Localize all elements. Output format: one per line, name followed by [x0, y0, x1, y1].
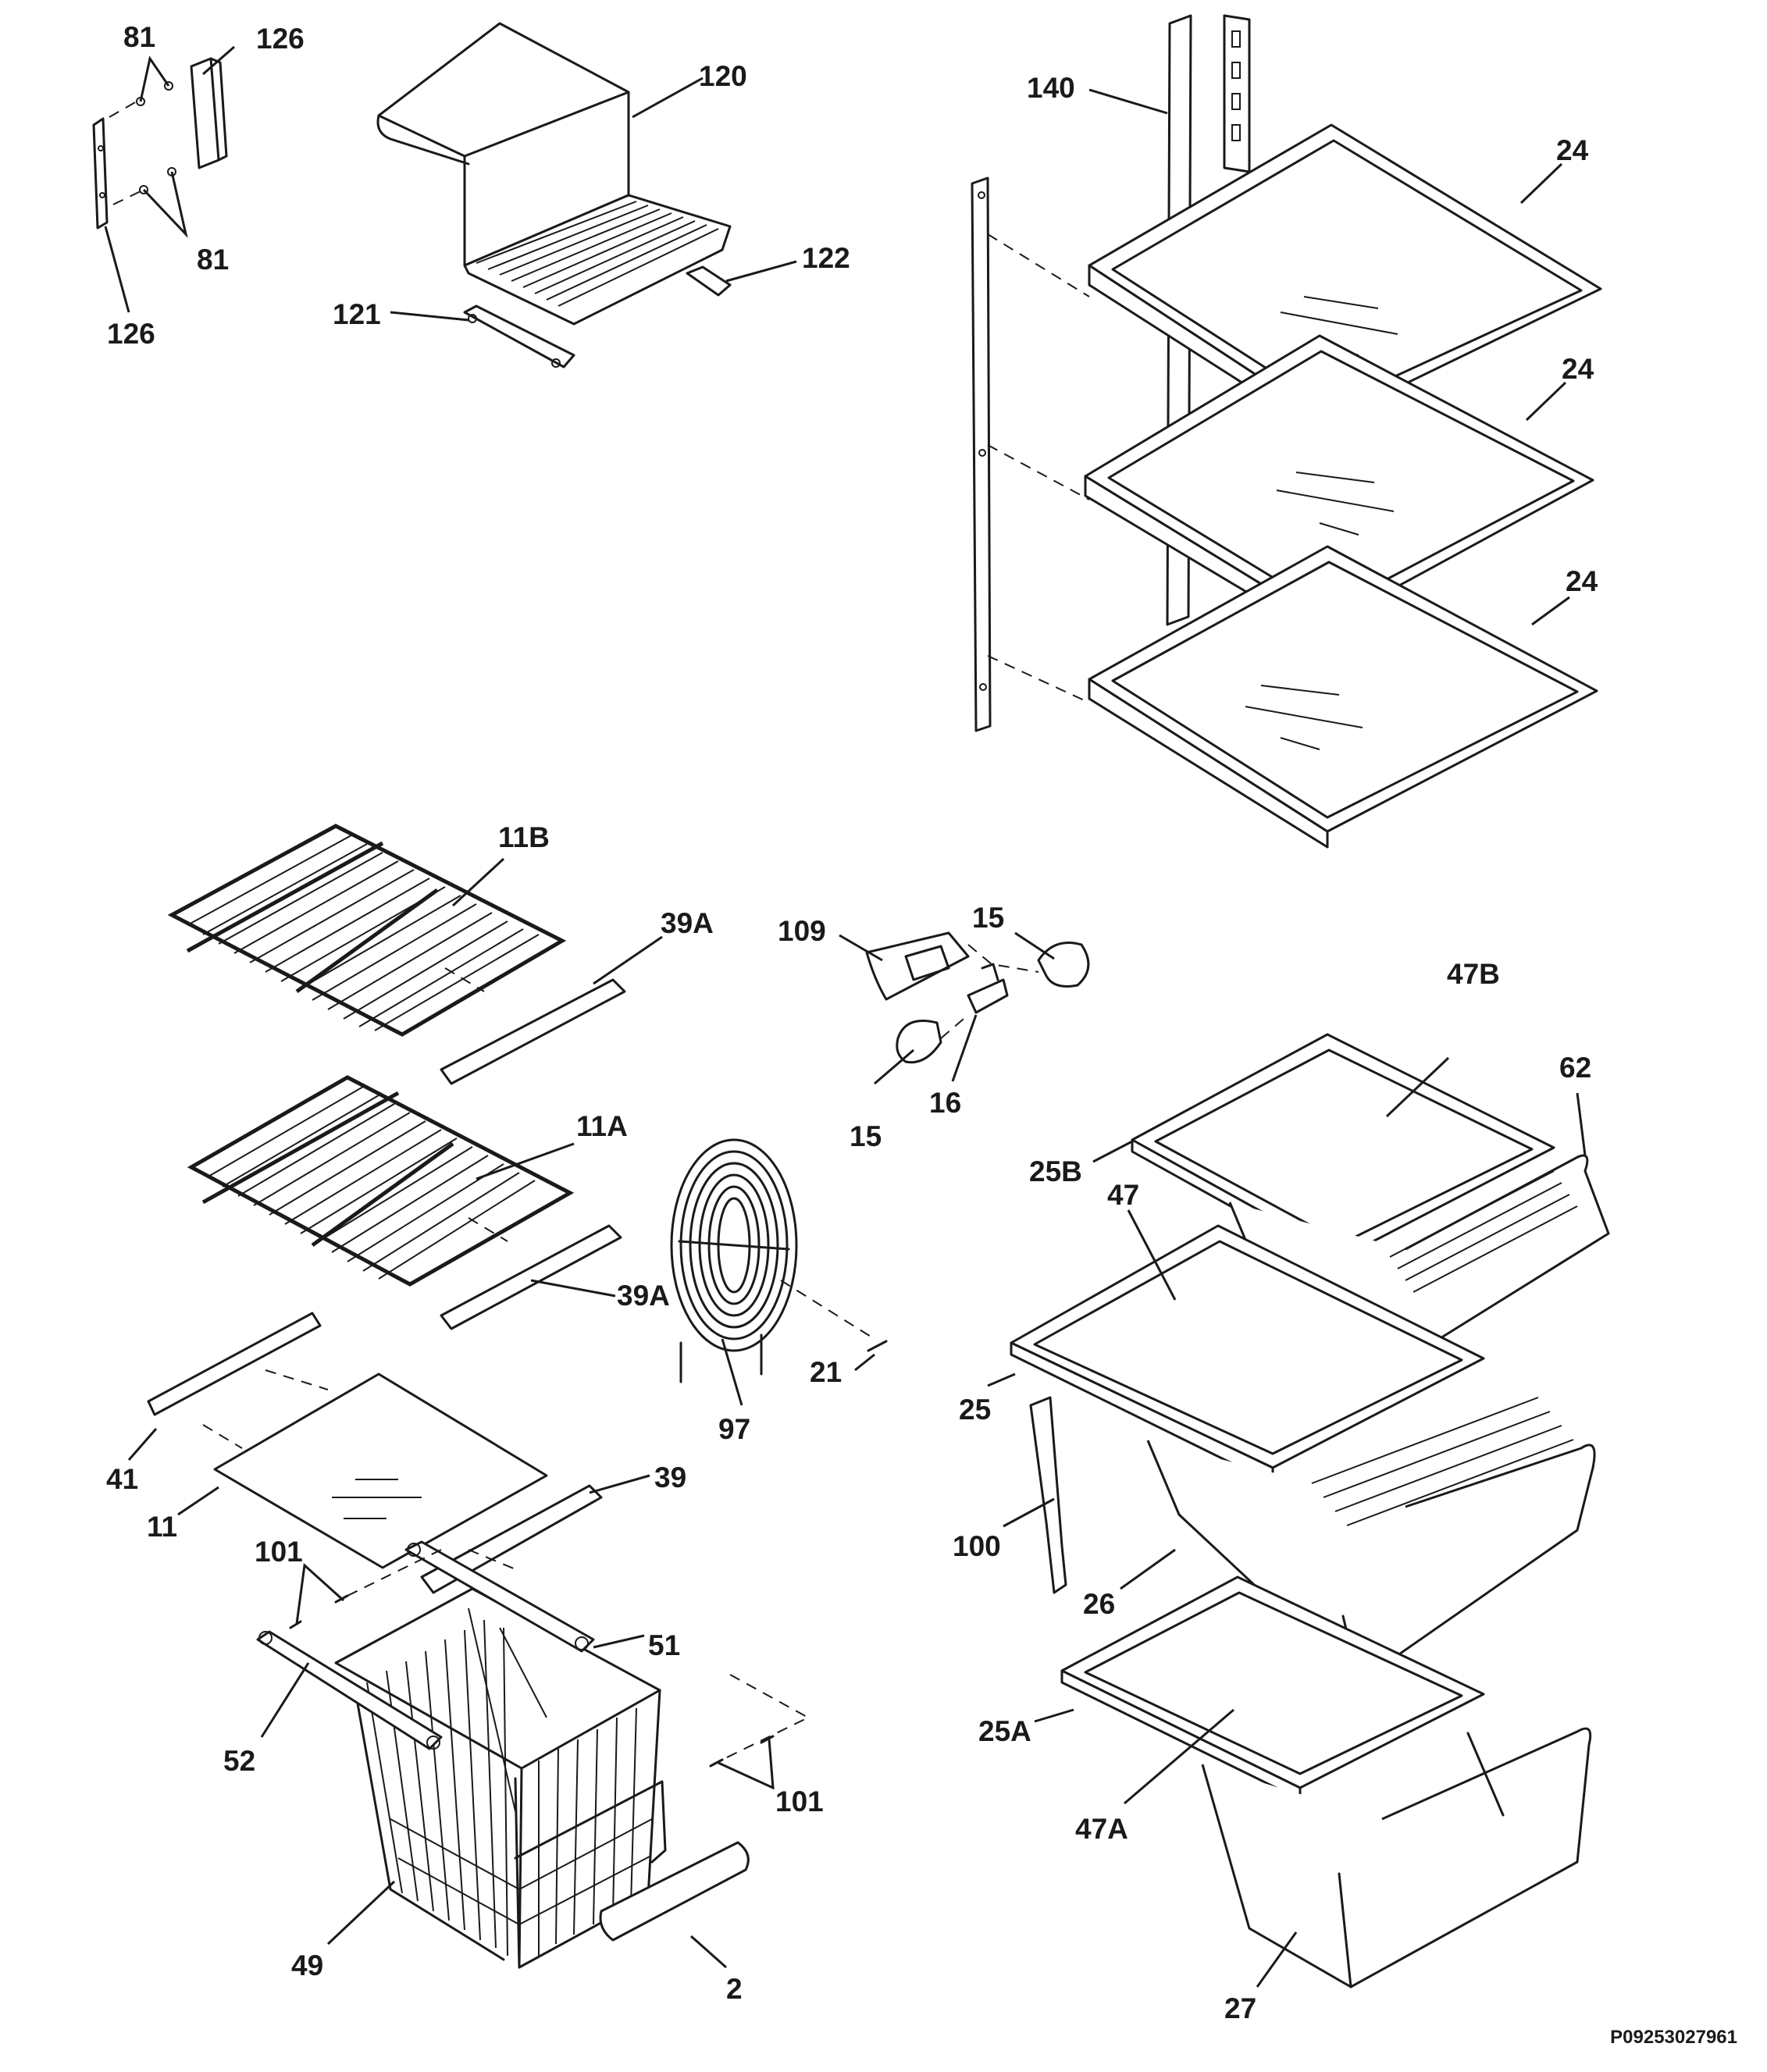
callout-101-top: 101: [255, 1536, 303, 1568]
bracket-100: [1029, 1396, 1067, 1594]
callout-62: 62: [1559, 1052, 1591, 1084]
callout-121: 121: [333, 298, 381, 330]
callout-47A: 47A: [1075, 1813, 1128, 1845]
callout-24-bottom: 24: [1566, 565, 1598, 597]
slide-rail-52: [256, 1630, 443, 1750]
wire-shelf-11A: [187, 1075, 575, 1287]
callout-11A: 11A: [576, 1110, 628, 1142]
callout-25B: 25B: [1029, 1155, 1082, 1187]
socket-16: [967, 963, 1009, 1014]
callout-81-top: 81: [123, 21, 155, 53]
callout-2: 2: [726, 1973, 743, 2005]
callout-15-top: 15: [972, 902, 1004, 934]
hinge-121: [463, 304, 575, 368]
bulb-15-right: [1037, 942, 1090, 988]
ice-chute-120: [376, 22, 732, 326]
callout-21: 21: [810, 1356, 842, 1388]
trim-41: [147, 1312, 322, 1416]
drawing-code: P09253027961: [1610, 2027, 1737, 2048]
callout-26: 26: [1083, 1588, 1115, 1620]
callout-16: 16: [929, 1087, 961, 1119]
trim-39A-bottom: [440, 1224, 622, 1330]
callout-52: 52: [223, 1745, 255, 1777]
tubing-97: [670, 1138, 798, 1383]
shelf-rail-left: [971, 176, 992, 732]
callout-122: 122: [802, 242, 850, 274]
callout-labels: 81 126 120 140 24 81 122 121 126 24 24 1…: [106, 21, 1598, 2024]
glass-shelf-24-bottom: [1088, 545, 1598, 849]
clip-21: [867, 1340, 888, 1352]
callout-24-top: 24: [1556, 134, 1589, 166]
hinge-122: [686, 265, 732, 297]
callout-120: 120: [699, 60, 747, 92]
callout-25: 25: [959, 1394, 991, 1426]
callout-41: 41: [106, 1463, 138, 1495]
basket-49: [334, 1587, 667, 1969]
bracket-126-left: [92, 117, 109, 230]
callout-47B: 47B: [1447, 958, 1500, 990]
glass-shelf-11: [213, 1372, 548, 1569]
callout-51: 51: [648, 1629, 680, 1661]
callout-101-bottom: 101: [775, 1785, 824, 1817]
callout-15-bottom: 15: [850, 1120, 882, 1152]
callout-11: 11: [147, 1511, 177, 1543]
slide-rail-51: [404, 1540, 595, 1653]
drawer-cover-25: [1010, 1224, 1485, 1485]
callout-47: 47: [1107, 1179, 1139, 1211]
callout-39A-bottom: 39A: [617, 1280, 670, 1312]
callout-109: 109: [778, 915, 826, 947]
callout-11B: 11B: [498, 821, 550, 853]
trim-39: [420, 1484, 603, 1594]
callout-49: 49: [291, 1949, 323, 1981]
callout-140: 140: [1027, 72, 1075, 104]
callout-100: 100: [953, 1530, 1001, 1562]
drawer-27: [1201, 1727, 1592, 1988]
callout-39: 39: [654, 1461, 686, 1493]
trim-39A-top: [440, 978, 626, 1085]
cover-2: [599, 1841, 750, 1942]
callout-27: 27: [1224, 1992, 1256, 2024]
callout-97: 97: [718, 1413, 750, 1445]
bracket-126-right: [190, 57, 228, 169]
callout-24-middle: 24: [1562, 353, 1594, 385]
callout-126-bottom: 126: [107, 318, 155, 350]
callout-81-bottom: 81: [197, 244, 229, 276]
callout-25A: 25A: [978, 1715, 1031, 1747]
wire-shelf-11B: [167, 824, 567, 1037]
bulb-15-left: [896, 1020, 942, 1064]
light-housing-109: [865, 931, 970, 1001]
drawer-cover-25A: [1060, 1575, 1485, 1801]
callout-126-top: 126: [256, 23, 305, 55]
callout-39A-top: 39A: [661, 907, 714, 939]
